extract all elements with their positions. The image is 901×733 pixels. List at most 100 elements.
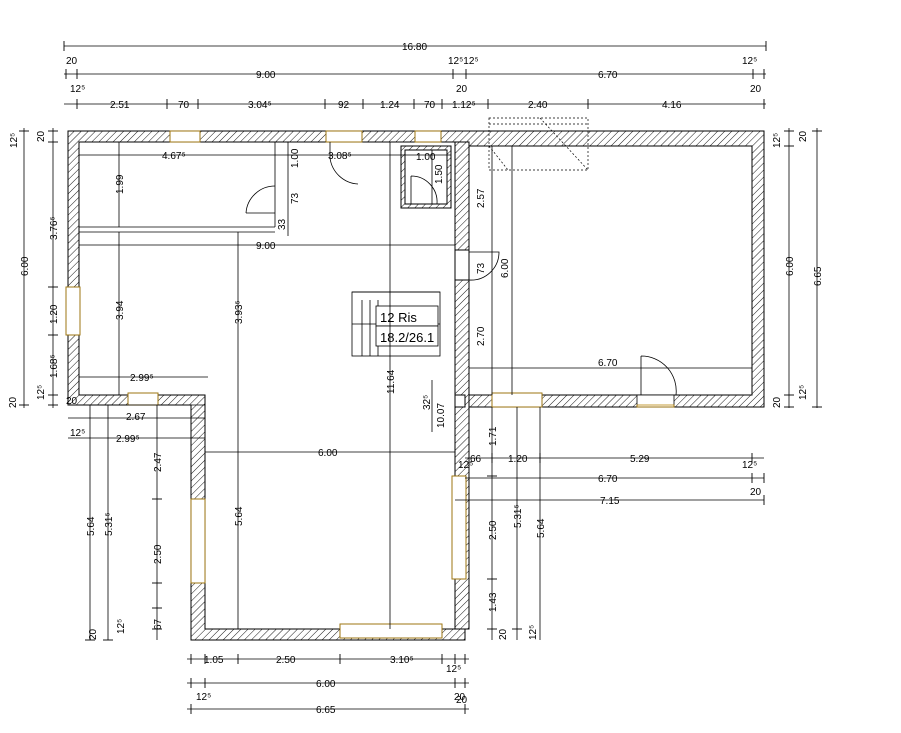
dim-top-125x2: 12⁵12⁵ [448,56,479,67]
dim-east-20: 20 [750,487,762,498]
garage-interior [468,145,753,396]
dim-corr-c: 33 [277,218,288,230]
dim-bot-600: 6.00 [316,679,336,690]
dim-right-125: 12⁵ [772,133,783,148]
dim-left-1685: 1.68⁵ [49,354,60,378]
dim-bot-20b: 20 [456,695,468,706]
door-room1 [245,185,276,214]
dim-sl-250: 2.50 [153,544,164,564]
dim-top-20: 20 [66,56,78,67]
dim-bot-250: 2.50 [276,655,296,666]
dim-top-124: 1.24 [380,100,400,111]
stair: 12 Ris 18.2/26.1 [351,291,441,357]
dim-bot-20: 20 [454,692,466,703]
dimension-lines [19,41,822,714]
dim-sl-20: 20 [88,628,99,640]
dim-top-1125: 1.12⁵ [452,100,476,111]
dim-east-715: 7.15 [600,496,620,507]
dim-sr-171: 1.71 [488,426,499,446]
dim-left-20: 20 [36,130,47,142]
dim-sw-a: 20 [66,396,78,407]
dim-sl-247: 2.47 [153,452,164,472]
dim-right-665: 6.65 [813,266,824,286]
dim-bot-665: 6.65 [316,705,336,716]
dim-sr-20: 20 [498,628,509,640]
dim-top-125r: 12⁵ [742,56,757,67]
dim-bot-3105: 3.10⁵ [390,655,414,666]
dim-top-670: 6.70 [598,70,618,81]
dim-east-529: 5.29 [630,454,650,465]
dim-bot-125l: 12⁵ [196,692,211,703]
window-sw [127,392,159,406]
dim-living-depth2: 3.93⁵ [234,300,245,324]
dim-top-92: 92 [338,100,350,111]
dim-east-125l: 12⁵ [458,460,473,471]
dim-top-20m: 20 [456,84,468,95]
walls [67,130,765,641]
dim-sr-143: 1.43 [488,592,499,612]
dimension-labels: 16.80 20 9.00 12⁵12⁵ 6.70 12⁵ 12⁵ 20 20 … [8,42,824,716]
dim-bot-105: 1.05 [204,655,224,666]
dim-sw-c: 12⁵ [70,428,85,439]
dim-garage-depth: 2.57 [476,188,487,208]
stair-label-rise: 12 Ris [380,310,417,325]
dim-sl-564: 5.64 [86,516,97,536]
dim-wc-depth: 1.50 [434,164,445,184]
dim-sw-d: 2.99⁵ [116,434,140,445]
dim-top-20r: 20 [750,84,762,95]
wc-interior [404,149,448,205]
window-garage-south [491,392,543,408]
window-north-1 [169,130,201,143]
house-interior [78,141,456,630]
dim-sl-5315: 5.31⁵ [104,512,115,536]
dim-hall-depth: 10.07 [436,403,447,428]
door-party [468,251,500,281]
dim-top-total: 16.80 [402,42,427,53]
dim-garage-c: 2.70 [476,326,487,346]
dim-left-120: 1.20 [49,304,60,324]
dim-east-125: 12⁵ [742,460,757,471]
dim-living-depth: 3.94 [115,300,126,320]
dim-sr-5315: 5.31⁵ [513,504,524,528]
dim-room1-depth: 1.99 [115,174,126,194]
dim-left-125b: 12⁵ [36,385,47,400]
dim-top-251: 2.51 [110,100,130,111]
dim-right-20: 20 [798,130,809,142]
dim-3225: 32⁵ [422,395,433,410]
dim-top-3045: 3.04⁵ [248,100,272,111]
party-wall-opening [454,249,470,281]
window-west [65,286,81,336]
dim-top-240: 2.40 [528,100,548,111]
dim-left-125: 12⁵ [9,133,20,148]
dim-right-125b: 12⁵ [798,385,809,400]
dim-east-66: 66 [470,454,482,465]
dim-east-670: 6.70 [598,474,618,485]
dim-east-120: 1.20 [508,454,528,465]
dim-total-depth: 11.64 [386,369,397,394]
dim-sw-width: 2.99⁵ [130,373,154,384]
dim-sl-125: 12⁵ [116,619,127,634]
party-wall-opening-2 [454,394,466,408]
door-corridor [329,142,359,185]
dim-corr-width: 3.08⁵ [328,151,352,162]
dim-hall-width: 9.00 [256,241,276,252]
window-north-3 [414,130,442,143]
dim-sr-250: 2.50 [488,520,499,540]
dim-top-900: 9.00 [256,70,276,81]
stair-label-dim: 18.2/26.1 [380,330,434,345]
dim-sl-67: 67 [153,618,164,630]
dim-room1-width: 4.67⁵ [162,151,186,162]
window-west-south [190,498,206,584]
dim-sr-564: 5.64 [536,518,547,538]
dim-top-416: 4.16 [662,100,682,111]
dim-garage-a: 73 [476,262,487,274]
door-wc [410,175,438,205]
dim-sw-b: 2.67 [126,412,146,423]
dim-garage-b: 6.00 [500,258,511,278]
dim-garage-width: 6.70 [598,358,618,369]
dim-corr-a: 1.00 [290,148,301,168]
dim-south-width: 6.00 [318,448,338,459]
dim-top-70b: 70 [424,100,436,111]
dim-right-20b: 20 [772,396,783,408]
dim-left-3765: 3.76⁵ [49,216,60,240]
